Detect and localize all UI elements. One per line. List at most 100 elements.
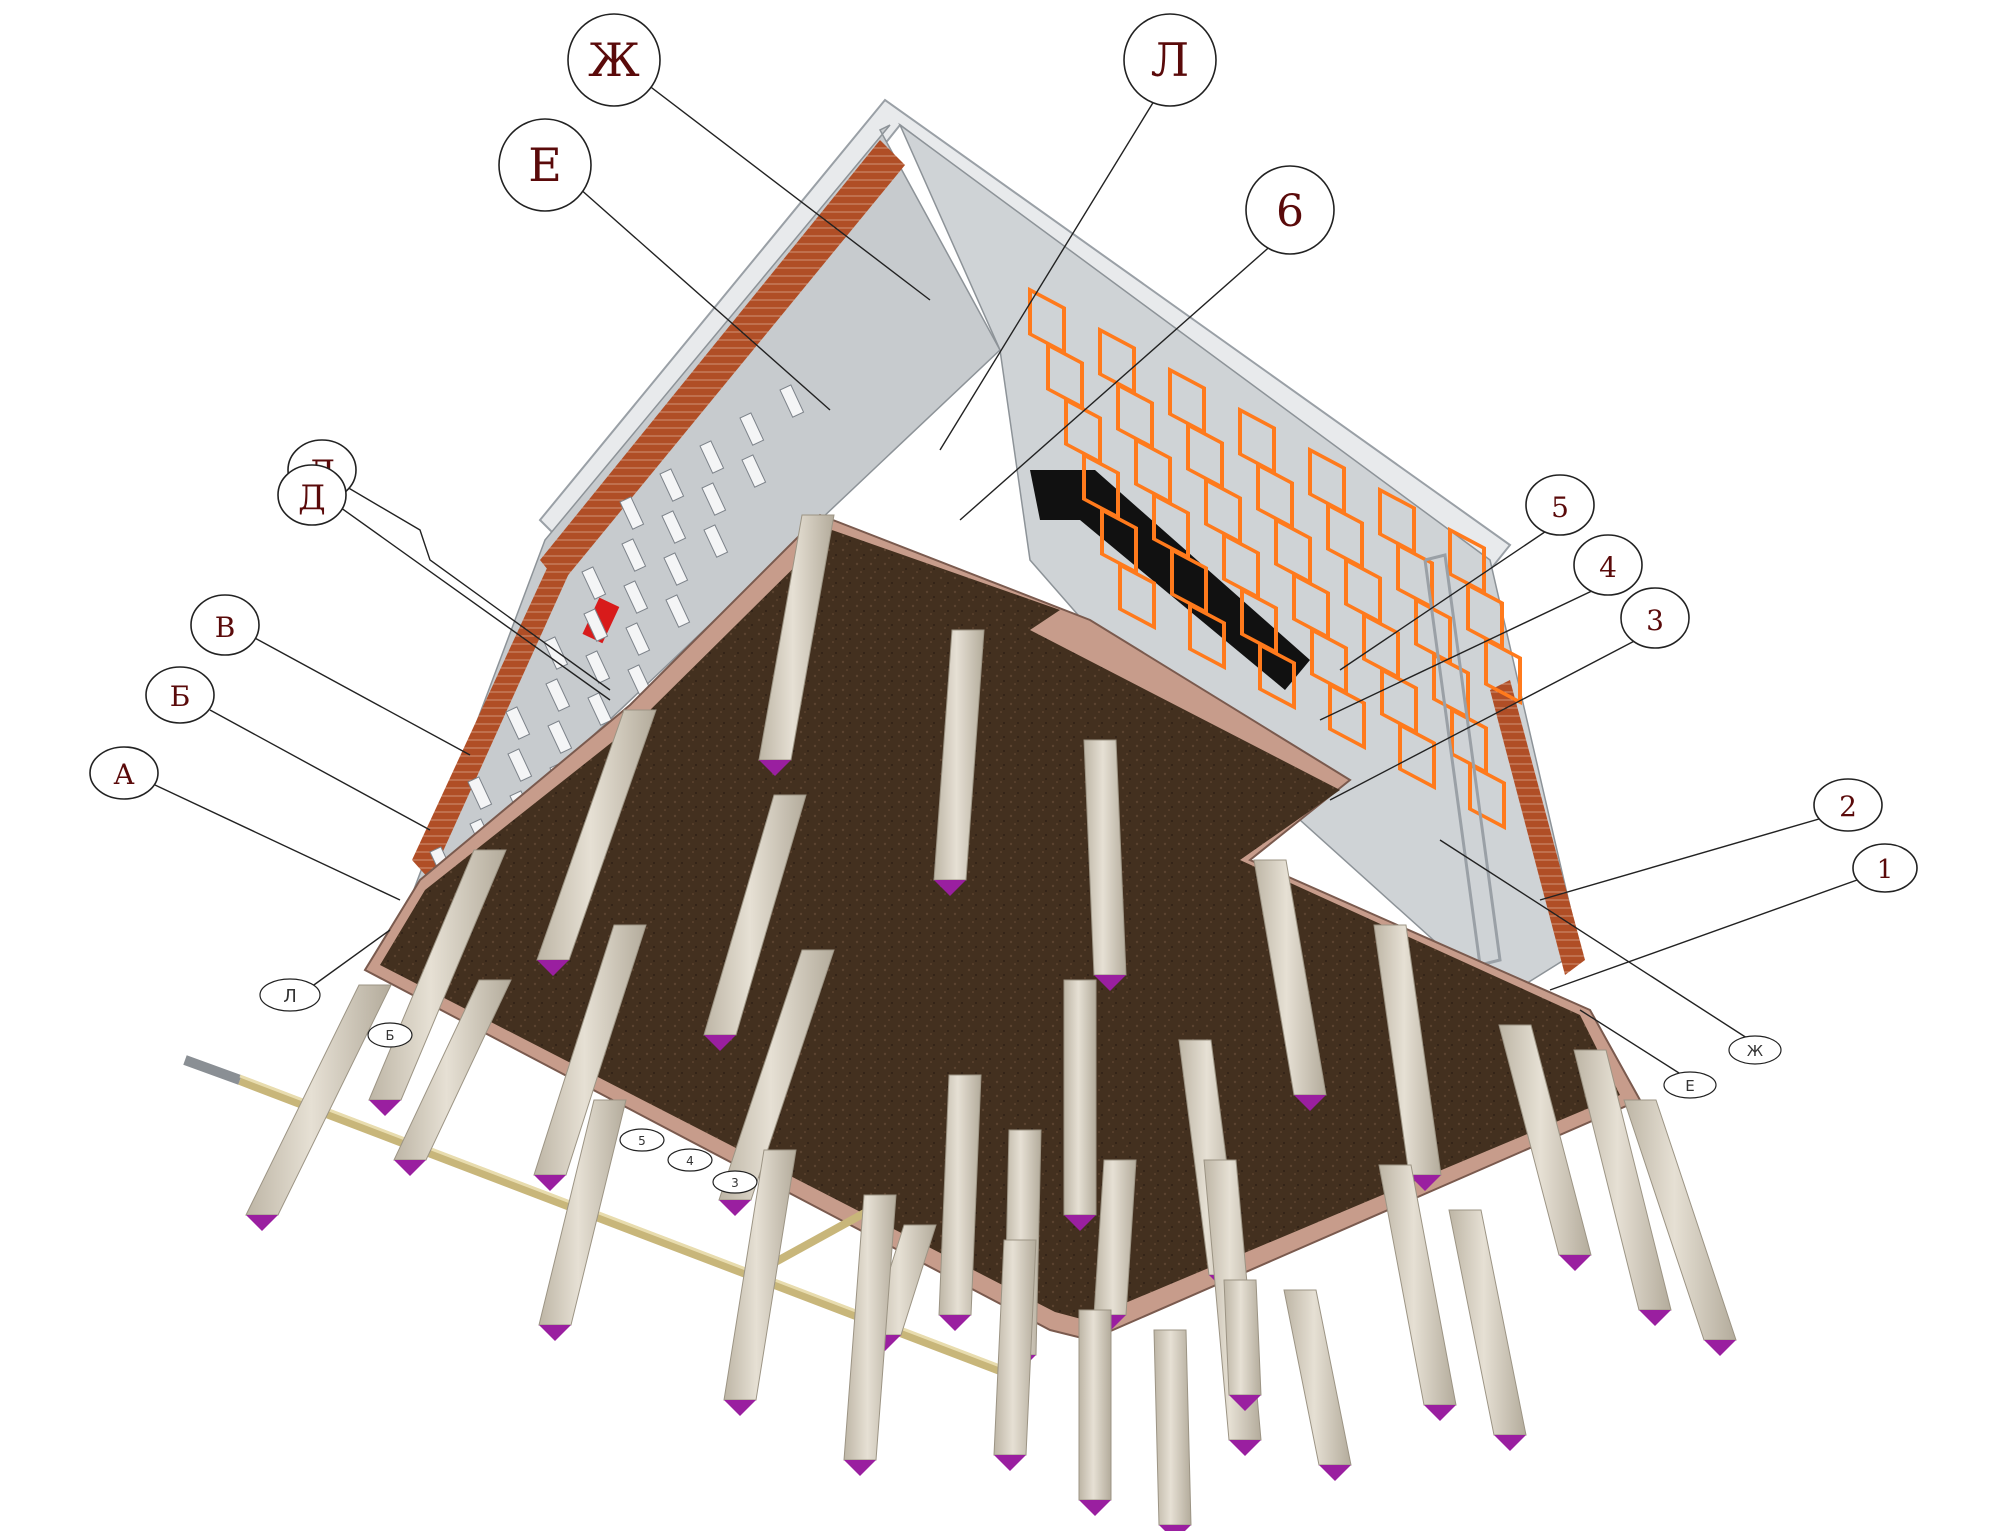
pile-tip bbox=[719, 1200, 751, 1216]
pile-tip bbox=[1424, 1405, 1456, 1421]
pile-tip bbox=[1094, 975, 1126, 991]
axis-label-4: 4 bbox=[1599, 551, 1617, 584]
left-brick-band-lower bbox=[412, 540, 575, 880]
axis-label-l: Л bbox=[1151, 33, 1189, 87]
pile-tip bbox=[534, 1175, 566, 1191]
axis-label-zh: Ж bbox=[588, 33, 640, 87]
axis-bubble-d2: Д bbox=[277, 464, 347, 526]
pile-tip bbox=[1294, 1095, 1326, 1111]
balcony-bracket bbox=[587, 692, 613, 726]
window-frame bbox=[1258, 641, 1296, 711]
facade-windows bbox=[1028, 286, 1522, 831]
pile bbox=[723, 1149, 797, 1416]
balcony-bracket bbox=[625, 622, 651, 656]
pile-tip bbox=[537, 960, 569, 976]
small-bubble-l: Л bbox=[259, 978, 321, 1012]
pile-tip bbox=[759, 760, 791, 776]
pile bbox=[1223, 1279, 1262, 1411]
pile bbox=[938, 1074, 982, 1331]
pile bbox=[703, 794, 807, 1051]
pile bbox=[1373, 924, 1442, 1191]
axis-bubble-b: Б bbox=[145, 666, 215, 724]
slab-underside bbox=[380, 530, 1620, 1320]
window-frame bbox=[1398, 721, 1436, 791]
window-frame bbox=[1328, 681, 1366, 751]
balcony-bracket bbox=[507, 748, 533, 782]
small-bubble-3: 3 bbox=[712, 1170, 758, 1194]
pile bbox=[758, 514, 835, 776]
axis-bubble-zh: Ж bbox=[567, 13, 661, 107]
axis-label-b: Б bbox=[170, 680, 191, 713]
window-frame bbox=[1188, 601, 1226, 671]
axis-bubble-v: В bbox=[190, 594, 260, 656]
pile-tip bbox=[369, 1100, 401, 1116]
axis-bubble-6: 6 bbox=[1245, 165, 1335, 255]
axis-bubbles-small: Л Б 5 4 3 Ж Е bbox=[259, 978, 1782, 1194]
axis-label-2: 2 bbox=[1839, 790, 1857, 823]
pile-tip bbox=[1409, 1175, 1441, 1191]
axis-bubble-a: А bbox=[89, 746, 159, 800]
balcony-bracket bbox=[699, 440, 725, 474]
pile-tip bbox=[704, 1035, 736, 1051]
balcony-bracket bbox=[581, 566, 607, 600]
pile-tip bbox=[724, 1400, 756, 1416]
pile bbox=[1083, 739, 1127, 991]
pile bbox=[533, 924, 647, 1191]
small-bubble-e: Е bbox=[1663, 1071, 1717, 1099]
window-frame bbox=[1468, 761, 1506, 831]
pile bbox=[843, 1194, 897, 1476]
small-label-b: Б bbox=[386, 1029, 395, 1044]
window-frame bbox=[1484, 636, 1522, 706]
balcony-bracket bbox=[623, 580, 649, 614]
pile-tip bbox=[1494, 1435, 1526, 1451]
pile-tip bbox=[1159, 1525, 1191, 1531]
axis-label-d2: Д bbox=[298, 478, 326, 518]
balcony-bracket bbox=[621, 538, 647, 572]
foundation-slab bbox=[363, 513, 1642, 1342]
pile-tip bbox=[1229, 1395, 1261, 1411]
pile-tip bbox=[1229, 1440, 1261, 1456]
axis-label-6: 6 bbox=[1276, 186, 1304, 237]
small-bubble-5: 5 bbox=[619, 1128, 665, 1152]
pile-tip bbox=[1639, 1310, 1671, 1326]
axis-bubble-4: 4 bbox=[1573, 534, 1643, 596]
axis-bubble-5: 5 bbox=[1525, 474, 1595, 536]
axis-bubbles: Ж Л Е 6 Д Д В Б bbox=[89, 13, 1918, 893]
balcony-bracket bbox=[585, 650, 611, 684]
axis-label-v: В bbox=[215, 611, 236, 644]
axis-label-1: 1 bbox=[1877, 855, 1894, 885]
pile-tip bbox=[1704, 1340, 1736, 1356]
right-brick-band bbox=[1490, 680, 1585, 975]
pile bbox=[1063, 979, 1097, 1231]
pile-tip bbox=[844, 1460, 876, 1476]
axis-label-e: Е bbox=[528, 138, 562, 192]
pile-tip bbox=[394, 1160, 426, 1176]
pile-tip bbox=[1559, 1255, 1591, 1271]
small-bubble-zh: Ж bbox=[1728, 1035, 1782, 1065]
pile bbox=[1378, 1164, 1457, 1421]
pile bbox=[993, 1239, 1037, 1471]
pile-tip bbox=[994, 1455, 1026, 1471]
balcony-bracket bbox=[741, 454, 767, 488]
pile-tip bbox=[1079, 1500, 1111, 1516]
balcony-bracket bbox=[659, 468, 685, 502]
balcony-bracket bbox=[547, 720, 573, 754]
fire-ladder bbox=[1423, 553, 1502, 967]
pile-tip bbox=[1319, 1465, 1351, 1481]
balcony-bracket bbox=[619, 496, 645, 530]
axis-bubble-3: 3 bbox=[1620, 587, 1690, 649]
balcony-bracket bbox=[779, 384, 805, 418]
left-brick-band bbox=[540, 140, 905, 585]
small-label-l: Л bbox=[283, 986, 297, 1007]
small-label-e: Е bbox=[1685, 1077, 1694, 1095]
pile bbox=[1283, 1289, 1352, 1481]
pile-tip bbox=[934, 880, 966, 896]
pile bbox=[536, 709, 657, 976]
balcony-bracket bbox=[663, 552, 689, 586]
axis-label-a: А bbox=[113, 758, 134, 791]
pile bbox=[1153, 1329, 1192, 1531]
pile bbox=[1078, 1309, 1112, 1516]
pile bbox=[1623, 1099, 1737, 1356]
pile bbox=[538, 1099, 627, 1341]
